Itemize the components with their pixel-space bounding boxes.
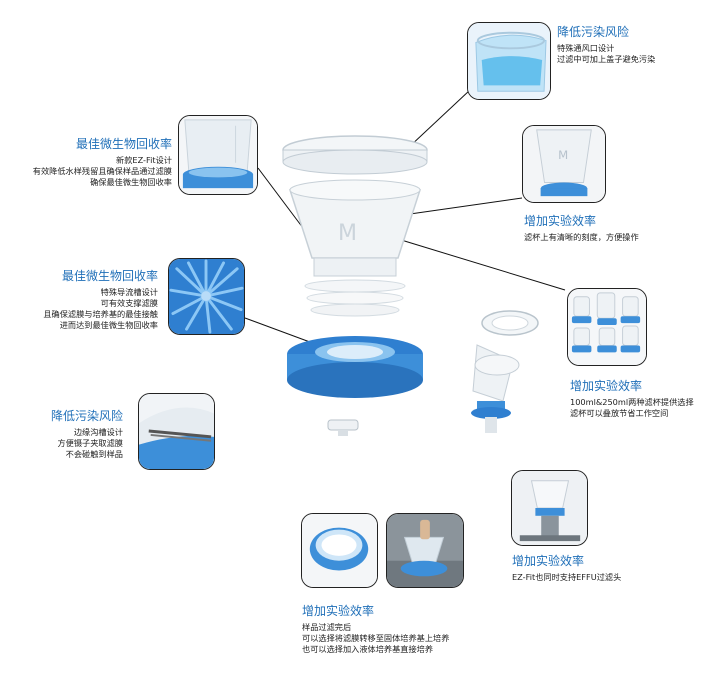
graduated-cup-photo-icon: M <box>523 126 605 202</box>
callout-title: 最佳微生物回收率 <box>61 269 158 283</box>
callout-line: 可以选择将滤膜转移至固体培养基上培养 <box>302 633 450 643</box>
callout-line: 确保最佳微生物回收率 <box>90 177 172 187</box>
callout-title: 增加实验效率 <box>524 214 597 228</box>
thumb-filter-dish <box>301 513 378 588</box>
tweezers-edge-photo-icon <box>139 394 214 469</box>
callout-line: 新款EZ-Fit设计 <box>116 155 172 165</box>
callout-line: 也可以选择加入液体培养基直接培养 <box>302 644 434 654</box>
svg-text:M: M <box>338 221 357 246</box>
callout-line: 过滤中可加上盖子避免污染 <box>557 54 656 64</box>
callout-right-lower: 增加实验效率 100ml&250ml两种滤杯提供选择 滤杯可以叠放节省工作空间 <box>570 378 694 419</box>
callout-title: 增加实验效率 <box>570 379 643 393</box>
callout-upper-left: 最佳微生物回收率 新款EZ-Fit设计 有效降低水样残留且确保样品通过滤膜 确保… <box>33 136 172 188</box>
thumb-effu-head <box>511 470 588 546</box>
callout-line: 方便镊子夹取滤膜 <box>57 438 123 448</box>
thumb-funnel-vent <box>467 22 551 100</box>
callout-right-mid: 增加实验效率 滤杯上有清晰的刻度，方便操作 <box>524 213 639 243</box>
callout-line: 滤杯可以叠放节省工作空间 <box>570 408 669 418</box>
callout-line: 特殊通风口设计 <box>557 43 615 53</box>
callout-line: EZ-Fit也同时支持EFFU过滤头 <box>512 572 622 582</box>
support-grooves-closeup-icon <box>169 259 244 334</box>
thumb-support-grooves <box>168 258 245 335</box>
callout-line: 且确保滤膜与培养基的最佳接触 <box>43 309 158 319</box>
callout-title: 降低污染风险 <box>50 409 123 423</box>
callout-left-lower: 降低污染风险 边缘沟槽设计 方便镊子夹取滤膜 不会碰触到样品 <box>51 408 123 460</box>
thumb-graduated-cup: M <box>522 125 606 203</box>
thumb-tweezers <box>138 393 215 470</box>
stacked-funnel-side-icon <box>471 310 539 433</box>
callout-left-mid: 最佳微生物回收率 特殊导流槽设计 可有效支撑滤膜 且确保滤膜与培养基的最佳接触 … <box>43 268 158 331</box>
filter-dish-photo-icon <box>302 514 377 587</box>
callout-line: 100ml&250ml两种滤杯提供选择 <box>570 397 694 407</box>
callout-line: 有效降低水样残留且确保样品通过滤膜 <box>32 166 172 176</box>
thumb-funnel-base <box>178 115 258 195</box>
callout-line: 进而达到最佳微生物回收率 <box>59 320 158 330</box>
callout-line: 特殊导流槽设计 <box>100 287 158 297</box>
funnel-vent-photo-icon <box>468 23 550 99</box>
thumb-media-transfer <box>386 513 464 588</box>
callout-title: 增加实验效率 <box>302 604 375 618</box>
callout-title: 增加实验效率 <box>512 554 585 568</box>
callout-line: 边缘沟槽设计 <box>73 427 123 437</box>
ez-fit-funnel-assembly-icon: M <box>282 135 428 436</box>
callout-right-bottom: 增加实验效率 EZ-Fit也同时支持EFFU过滤头 <box>512 553 621 583</box>
callout-line: 不会碰触到样品 <box>65 449 123 459</box>
funnel-base-photo-icon <box>179 116 257 194</box>
callout-line: 样品过滤完后 <box>302 622 352 632</box>
thumb-stacked-funnels <box>567 288 647 366</box>
svg-text:M: M <box>558 148 568 162</box>
callout-line: 滤杯上有清晰的刻度，方便操作 <box>524 232 639 242</box>
callout-top-right: 降低污染风险 特殊通风口设计 过滤中可加上盖子避免污染 <box>557 24 655 65</box>
callout-bottom: 增加实验效率 样品过滤完后 可以选择将滤膜转移至固体培养基上培养 也可以选择加入… <box>302 603 449 655</box>
media-transfer-photo-icon <box>387 514 463 587</box>
effu-head-photo-icon <box>512 471 587 545</box>
callout-title: 降低污染风险 <box>557 25 630 39</box>
stacked-funnels-photo-icon <box>568 289 646 365</box>
callout-title: 最佳微生物回收率 <box>75 137 172 151</box>
callout-line: 可有效支撑滤膜 <box>100 298 158 308</box>
